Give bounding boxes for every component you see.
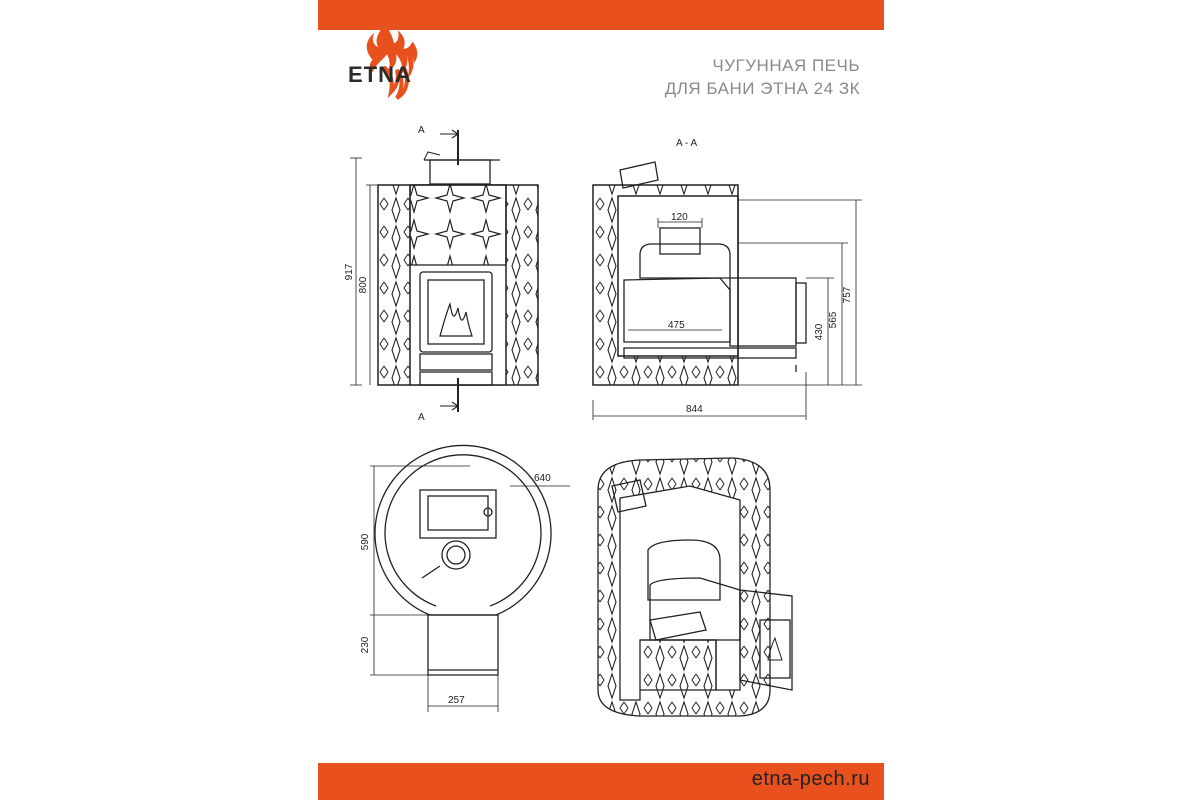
top-view [370,444,570,712]
top-accent-band [318,0,884,30]
page-title: ЧУГУННАЯ ПЕЧЬ ДЛЯ БАНИ ЭТНА 24 ЗК [665,54,860,100]
footer-website: etna-pech.ru [751,768,870,790]
isometric-cutaway-view [597,457,793,717]
section-label: A - A [676,138,697,149]
section-marker-bottom: A [418,412,425,423]
dim-430: 430 [814,323,825,340]
dim-917: 917 [344,263,355,280]
flame-logo-icon [366,23,418,100]
dim-565: 565 [828,311,839,328]
dim-640: 640 [534,473,551,484]
dim-590: 590 [360,533,371,550]
dim-120: 120 [671,212,688,223]
section-view [592,161,862,420]
dim-844: 844 [686,404,703,415]
title-line-2: ДЛЯ БАНИ ЭТНА 24 ЗК [664,79,860,98]
section-marker-top: A [418,125,425,136]
dim-230: 230 [360,636,371,653]
dim-757: 757 [842,286,853,303]
dim-800: 800 [358,276,369,293]
dim-475: 475 [668,320,685,331]
title-line-1: ЧУГУННАЯ ПЕЧЬ [712,56,860,75]
dim-257: 257 [448,695,465,706]
bottom-accent-band [318,763,884,800]
brand-logo-text: ETNA [348,62,412,87]
front-view [350,130,539,412]
